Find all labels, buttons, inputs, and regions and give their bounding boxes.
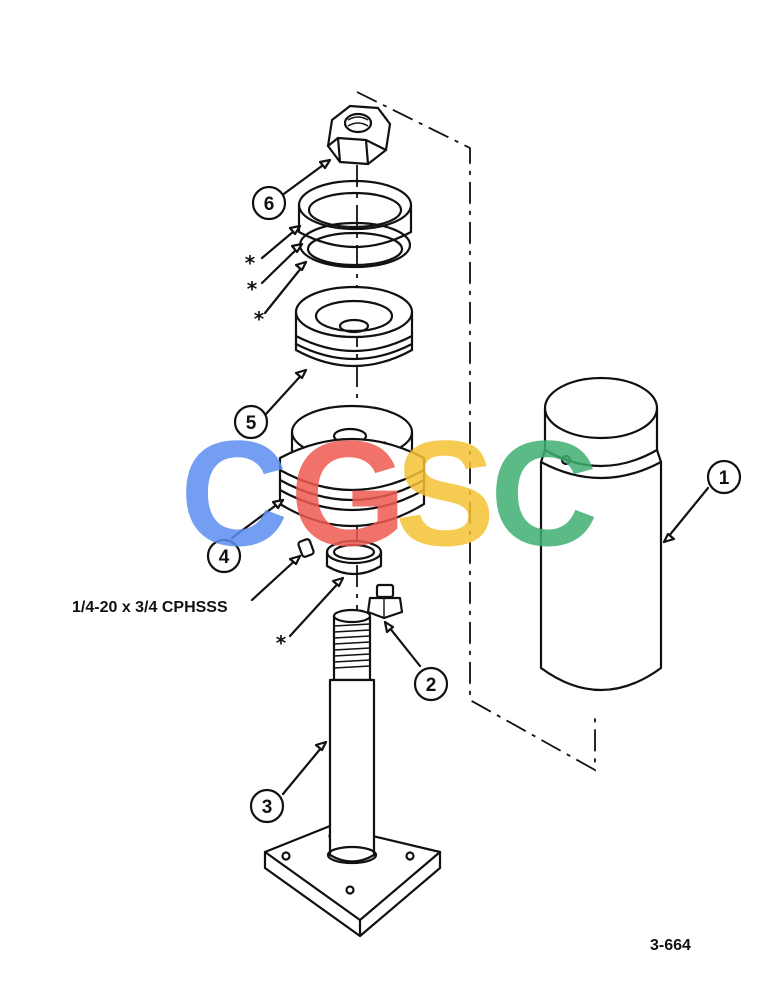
watermark-letter-c2: C: [490, 409, 598, 577]
callout-1: 1: [706, 459, 742, 495]
part-6-hex-nut: [326, 104, 392, 166]
figure-id: 3-664: [650, 937, 691, 954]
leader-lines: [230, 158, 710, 796]
callout-2-number: 2: [426, 675, 437, 696]
callout-3: 3: [249, 788, 285, 824]
part-2-fitting: [366, 583, 404, 620]
callout-6: 6: [251, 185, 287, 221]
callout-5: 5: [233, 404, 269, 440]
fastener-label: 1/4-20 x 3/4 CPHSSS: [72, 599, 228, 616]
callout-4-number: 4: [219, 547, 230, 568]
part-5-piston: [294, 285, 414, 368]
callout-6-number: 6: [264, 194, 275, 215]
watermark-letter-g: G: [290, 409, 407, 577]
callout-4: 4: [206, 538, 242, 574]
callout-5-number: 5: [246, 413, 257, 434]
callout-2: 2: [413, 666, 449, 702]
asterisk-4: *: [276, 631, 287, 655]
part-1-cylinder-barrel: [539, 376, 663, 692]
part-4-gland: [278, 404, 426, 527]
watermark-logo: C G S C: [180, 409, 598, 577]
callout-1-number: 1: [719, 468, 730, 489]
part-3-rod-and-base: [263, 608, 442, 938]
seal-rings-upper: [297, 179, 413, 269]
watermark-letter-s: S: [395, 409, 495, 577]
watermark-letter-c1: C: [180, 409, 288, 577]
asterisk-2: *: [247, 277, 258, 301]
callout-3-number: 3: [262, 797, 273, 818]
setscrew-and-wiper: [297, 538, 383, 576]
asterisk-3: *: [254, 307, 265, 331]
asterisk-1: *: [245, 251, 256, 275]
